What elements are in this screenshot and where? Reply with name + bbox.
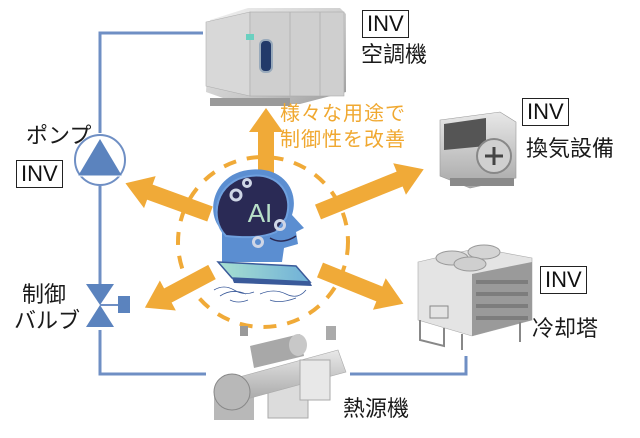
label-control-valve-line-1: 制御 bbox=[22, 283, 67, 308]
arrow-to-cooling-tower bbox=[317, 262, 404, 310]
air-handling-unit-icon[interactable] bbox=[205, 8, 346, 106]
ai-boundary-dashed-circle bbox=[176, 155, 350, 329]
arrow-to-ventilation bbox=[315, 163, 424, 220]
control-valve-icon[interactable] bbox=[86, 284, 130, 327]
label-heat-source: 熱源機 bbox=[343, 397, 410, 422]
pump-icon[interactable] bbox=[74, 134, 126, 186]
pipe-bottom-left bbox=[98, 330, 206, 376]
control-arrows bbox=[125, 108, 424, 311]
label-control-valve-line-2: バルブ bbox=[14, 309, 81, 334]
piping-loop bbox=[98, 31, 468, 376]
label-ventilation: 換気設備 bbox=[526, 137, 615, 162]
arrow-to-air-conditioner bbox=[249, 108, 283, 178]
inv-badge-cooling-tower: INV bbox=[540, 266, 587, 294]
pipe-bottom-right bbox=[350, 356, 468, 376]
label-cooling-tower: 冷却塔 bbox=[532, 317, 599, 342]
inv-badge-air-conditioner: INV bbox=[362, 10, 409, 38]
tagline-line-1: 様々な用途で bbox=[280, 101, 406, 125]
cooling-tower-icon[interactable] bbox=[417, 244, 533, 350]
pipe-top-left bbox=[98, 31, 203, 133]
arrow-to-pump bbox=[125, 176, 213, 222]
label-pump: ポンプ bbox=[26, 124, 92, 149]
label-air-conditioner: 空調機 bbox=[361, 43, 428, 68]
arrow-to-valve bbox=[144, 264, 216, 311]
inv-badge-ventilation: INV bbox=[522, 98, 569, 126]
ventilation-fan-icon[interactable] bbox=[439, 111, 517, 189]
ai-label: AI bbox=[248, 198, 273, 228]
tagline-line-2: 制御性を改善 bbox=[280, 127, 406, 151]
inv-badge-pump: INV bbox=[16, 160, 63, 188]
chiller-icon[interactable] bbox=[213, 326, 347, 420]
ai-head-icon: AI bbox=[213, 169, 312, 303]
